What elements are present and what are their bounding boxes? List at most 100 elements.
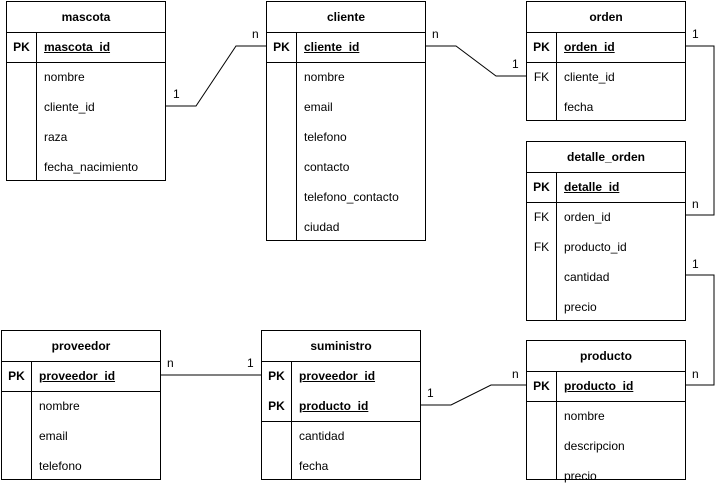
field-row[interactable]: email <box>2 421 160 451</box>
field-key <box>7 92 36 122</box>
field-row[interactable]: contacto <box>267 152 425 182</box>
line-suministro-producto <box>421 384 526 406</box>
field-key <box>527 92 556 122</box>
field-row[interactable]: nombre <box>2 391 160 421</box>
field-row[interactable]: telefono <box>267 122 425 152</box>
field-row[interactable]: nombre <box>527 401 685 431</box>
field-name: cliente_id <box>44 100 95 114</box>
field-key: PK <box>268 399 285 413</box>
field-row[interactable]: PK proveedor_id <box>2 361 160 392</box>
card-detalle-producto-from: 1 <box>692 257 699 271</box>
field-key: PK <box>8 369 25 383</box>
field-name: telefono_contacto <box>304 190 399 204</box>
field-row[interactable]: fecha_nacimiento <box>7 152 165 182</box>
entity-title: suministro <box>262 331 420 362</box>
field-row[interactable]: precio <box>527 292 685 322</box>
field-key: PK <box>273 40 290 54</box>
field-name: nombre <box>564 409 605 423</box>
field-key <box>267 62 296 92</box>
entity-title: orden <box>527 2 685 33</box>
field-name: raza <box>44 130 68 144</box>
field-name: cliente_id <box>304 40 360 54</box>
field-name: fecha_nacimiento <box>44 160 139 174</box>
field-row[interactable]: cantidad <box>262 421 420 451</box>
field-row[interactable]: raza <box>7 122 165 152</box>
field-name: fecha <box>299 459 329 473</box>
field-key: PK <box>533 379 550 393</box>
field-name: precio <box>564 300 597 314</box>
field-name: ciudad <box>304 220 340 234</box>
field-key: FK <box>533 240 550 254</box>
field-name: nombre <box>304 70 345 84</box>
field-row[interactable]: telefono <box>2 451 160 481</box>
field-name: email <box>39 429 68 443</box>
field-key <box>527 401 556 431</box>
field-row[interactable]: descripcion <box>527 431 685 461</box>
key-column-divider <box>7 32 37 180</box>
field-key <box>7 62 36 92</box>
field-name: descripcion <box>564 439 625 453</box>
field-name: cliente_id <box>564 70 615 84</box>
field-key <box>527 431 556 461</box>
field-row[interactable]: precio <box>527 461 685 491</box>
line-cliente-orden <box>426 45 526 77</box>
field-key <box>2 421 31 451</box>
field-name: nombre <box>44 70 85 84</box>
field-row[interactable]: fecha <box>527 92 685 122</box>
field-row[interactable]: PK producto_id <box>527 371 685 402</box>
entity-title: mascota <box>7 2 165 33</box>
field-row[interactable]: telefono_contacto <box>267 182 425 212</box>
field-name: orden_id <box>564 40 615 54</box>
field-key <box>7 152 36 182</box>
line-detalle-producto <box>686 274 715 386</box>
field-key: PK <box>268 369 285 383</box>
field-row[interactable]: cantidad <box>527 262 685 292</box>
field-key <box>7 122 36 152</box>
field-row[interactable]: ciudad <box>267 212 425 242</box>
field-name: proveedor_id <box>39 369 116 383</box>
field-key: PK <box>533 180 550 194</box>
field-name: cantidad <box>299 429 345 443</box>
entity-title: producto <box>527 341 685 372</box>
field-row[interactable]: PK cliente_id <box>267 32 425 63</box>
field-key <box>527 461 556 491</box>
field-name: telefono <box>304 130 347 144</box>
key-column-divider <box>267 32 297 240</box>
field-key: PK <box>13 40 30 54</box>
key-column-divider <box>527 371 557 479</box>
field-key <box>2 391 31 421</box>
field-name: cantidad <box>564 270 610 284</box>
field-row[interactable]: PK producto_id <box>262 391 420 422</box>
field-name: producto_id <box>299 399 369 413</box>
field-name: producto_id <box>564 379 634 393</box>
card-suministro-producto-to: n <box>512 367 519 381</box>
field-key: FK <box>533 210 550 224</box>
field-row[interactable]: nombre <box>7 62 165 92</box>
entity-title: cliente <box>267 2 425 33</box>
field-key <box>262 421 291 451</box>
key-column-divider <box>527 32 557 120</box>
field-row[interactable]: email <box>267 92 425 122</box>
card-orden-detalle-from: 1 <box>692 27 699 41</box>
field-row[interactable]: nombre <box>267 62 425 92</box>
field-name: telefono <box>39 459 82 473</box>
field-row[interactable]: cliente_id <box>7 92 165 122</box>
entity-title: detalle_orden <box>527 142 685 173</box>
field-row[interactable]: fecha <box>262 451 420 481</box>
card-proveedor-suministro-to: 1 <box>247 356 254 370</box>
field-name: email <box>304 100 333 114</box>
